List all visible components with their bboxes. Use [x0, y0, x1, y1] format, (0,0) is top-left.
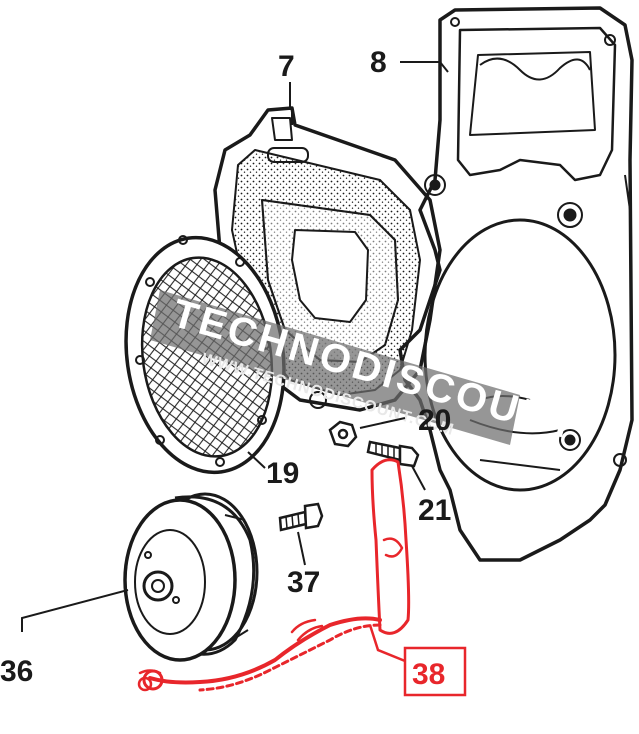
- part-label-36: 36: [0, 655, 33, 688]
- washer-nut-part: [328, 420, 358, 448]
- bolt-part: [366, 440, 420, 468]
- part-label-38-box: [403, 646, 467, 697]
- leader-line-21: [411, 465, 426, 491]
- part-label-20: 20: [418, 404, 451, 437]
- part-label-19: 19: [266, 457, 299, 490]
- leader-line-8: [400, 61, 449, 73]
- leader-line-36: [21, 589, 129, 632]
- part-label-21: 21: [418, 494, 451, 527]
- part-label-37: 37: [287, 566, 320, 599]
- leader-line-37: [297, 531, 306, 566]
- part-label-38: 38: [412, 658, 445, 691]
- leader-line-19: [247, 451, 266, 469]
- screw-part: [278, 502, 324, 532]
- part-label-8: 8: [370, 46, 387, 79]
- leader-lines: [21, 61, 449, 665]
- leader-line-38: [368, 624, 411, 665]
- air-filter-housing-part: [213, 106, 442, 412]
- starter-pulley-part: [123, 492, 259, 662]
- leader-line-20: [359, 417, 406, 429]
- part-label-7: 7: [278, 50, 295, 83]
- starter-rope-handle-part: [137, 458, 411, 692]
